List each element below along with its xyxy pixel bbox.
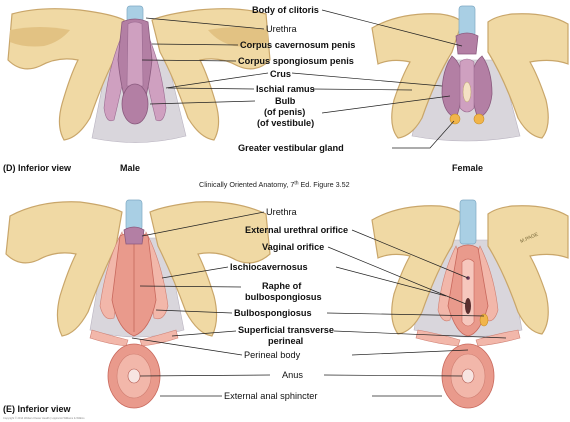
bulb-of-penis-male-d [121, 83, 149, 125]
label-ischiocavernosus: Ischiocavernosus [230, 262, 308, 272]
label-corpus-spongiosum-penis: Corpus spongiosum penis [238, 56, 354, 66]
label-bulb-of-penis: (of penis) [264, 107, 305, 117]
label-bulb: Bulb [275, 96, 296, 106]
source-credit: Clinically Oriented Anatomy, 7th Ed. Fig… [199, 180, 350, 189]
label-bulb-of-vestibule: (of vestibule) [257, 118, 314, 128]
anus-female-e [461, 368, 475, 384]
panel-e-male-illustration [5, 199, 271, 409]
greater-vestibular-gland-right-d [473, 113, 485, 125]
urethra-male-e [125, 199, 143, 231]
panel-e-title: (E) Inferior view [3, 404, 72, 414]
pubic-bone-right-female-e [487, 205, 569, 335]
corpus-spongiosum-male-d [126, 21, 144, 87]
label-ischial-ramus: Ischial ramus [256, 84, 315, 94]
pubic-bone-left-female-e [371, 205, 463, 335]
label-crus: Crus [270, 69, 291, 79]
glans-remnant-male-e [123, 226, 145, 245]
label-greater-vestibular-gland: Greater vestibular gland [238, 143, 344, 153]
label-perineal-body: Perineal body [244, 350, 301, 360]
label-external-anal-sphincter: External anal sphincter [224, 391, 317, 401]
label-vaginal-orifice: Vaginal orifice [262, 242, 324, 252]
label-perineal: perineal [268, 336, 303, 346]
label-anus: Anus [282, 370, 303, 380]
pubic-bone-right-female-d [487, 13, 569, 139]
label-raphe-of: Raphe of [262, 281, 302, 291]
anus-male-e [127, 368, 141, 384]
label-corpus-cavernosum-penis: Corpus cavernosum penis [240, 40, 355, 50]
label-external-urethral-orifice: External urethral orifice [245, 225, 348, 235]
body-of-clitoris-female-d [455, 32, 479, 55]
panel-e-labels: Urethra External urethral orifice Vagina… [3, 207, 348, 420]
panel-d-leader-lines [141, 9, 463, 149]
pubic-bone-left-male-e [5, 201, 123, 337]
panel-d-labels: Body of clitoris Urethra Corpus cavernos… [3, 5, 483, 189]
caption-female: Female [452, 163, 483, 173]
vestibule-female-e [461, 258, 475, 327]
panel-d-title: (D) Inferior view [3, 163, 72, 173]
label-urethra-e: Urethra [266, 207, 298, 217]
bone-shadow-male-d [10, 27, 70, 47]
copyright-line: Copyright © 2014 Wolters Kluwer Health |… [3, 416, 85, 420]
panel-d-female-illustration [371, 5, 569, 142]
panel-e-leader-lines [131, 211, 507, 397]
panel-d-male-illustration [7, 5, 271, 143]
panel-e-female-illustration: M.PAGE [371, 199, 569, 409]
vaginal-orifice-female-e [465, 298, 471, 314]
label-urethra-d: Urethra [266, 24, 298, 34]
pubic-bone-right-male-e [149, 201, 271, 337]
urethra-female-e [459, 199, 477, 245]
label-bulbospongiosus: Bulbospongiosus [234, 308, 312, 318]
urethra-female-d [458, 5, 476, 37]
caption-male: Male [120, 163, 140, 173]
label-superficial-transverse: Superficial transverse [238, 325, 334, 335]
greater-vestibular-gland-left-d [449, 113, 461, 125]
label-body-of-clitoris: Body of clitoris [252, 5, 319, 15]
pubic-bone-left-female-d [371, 13, 463, 139]
label-raphe-bulbospongiosus: bulbospongiosus [245, 292, 322, 302]
